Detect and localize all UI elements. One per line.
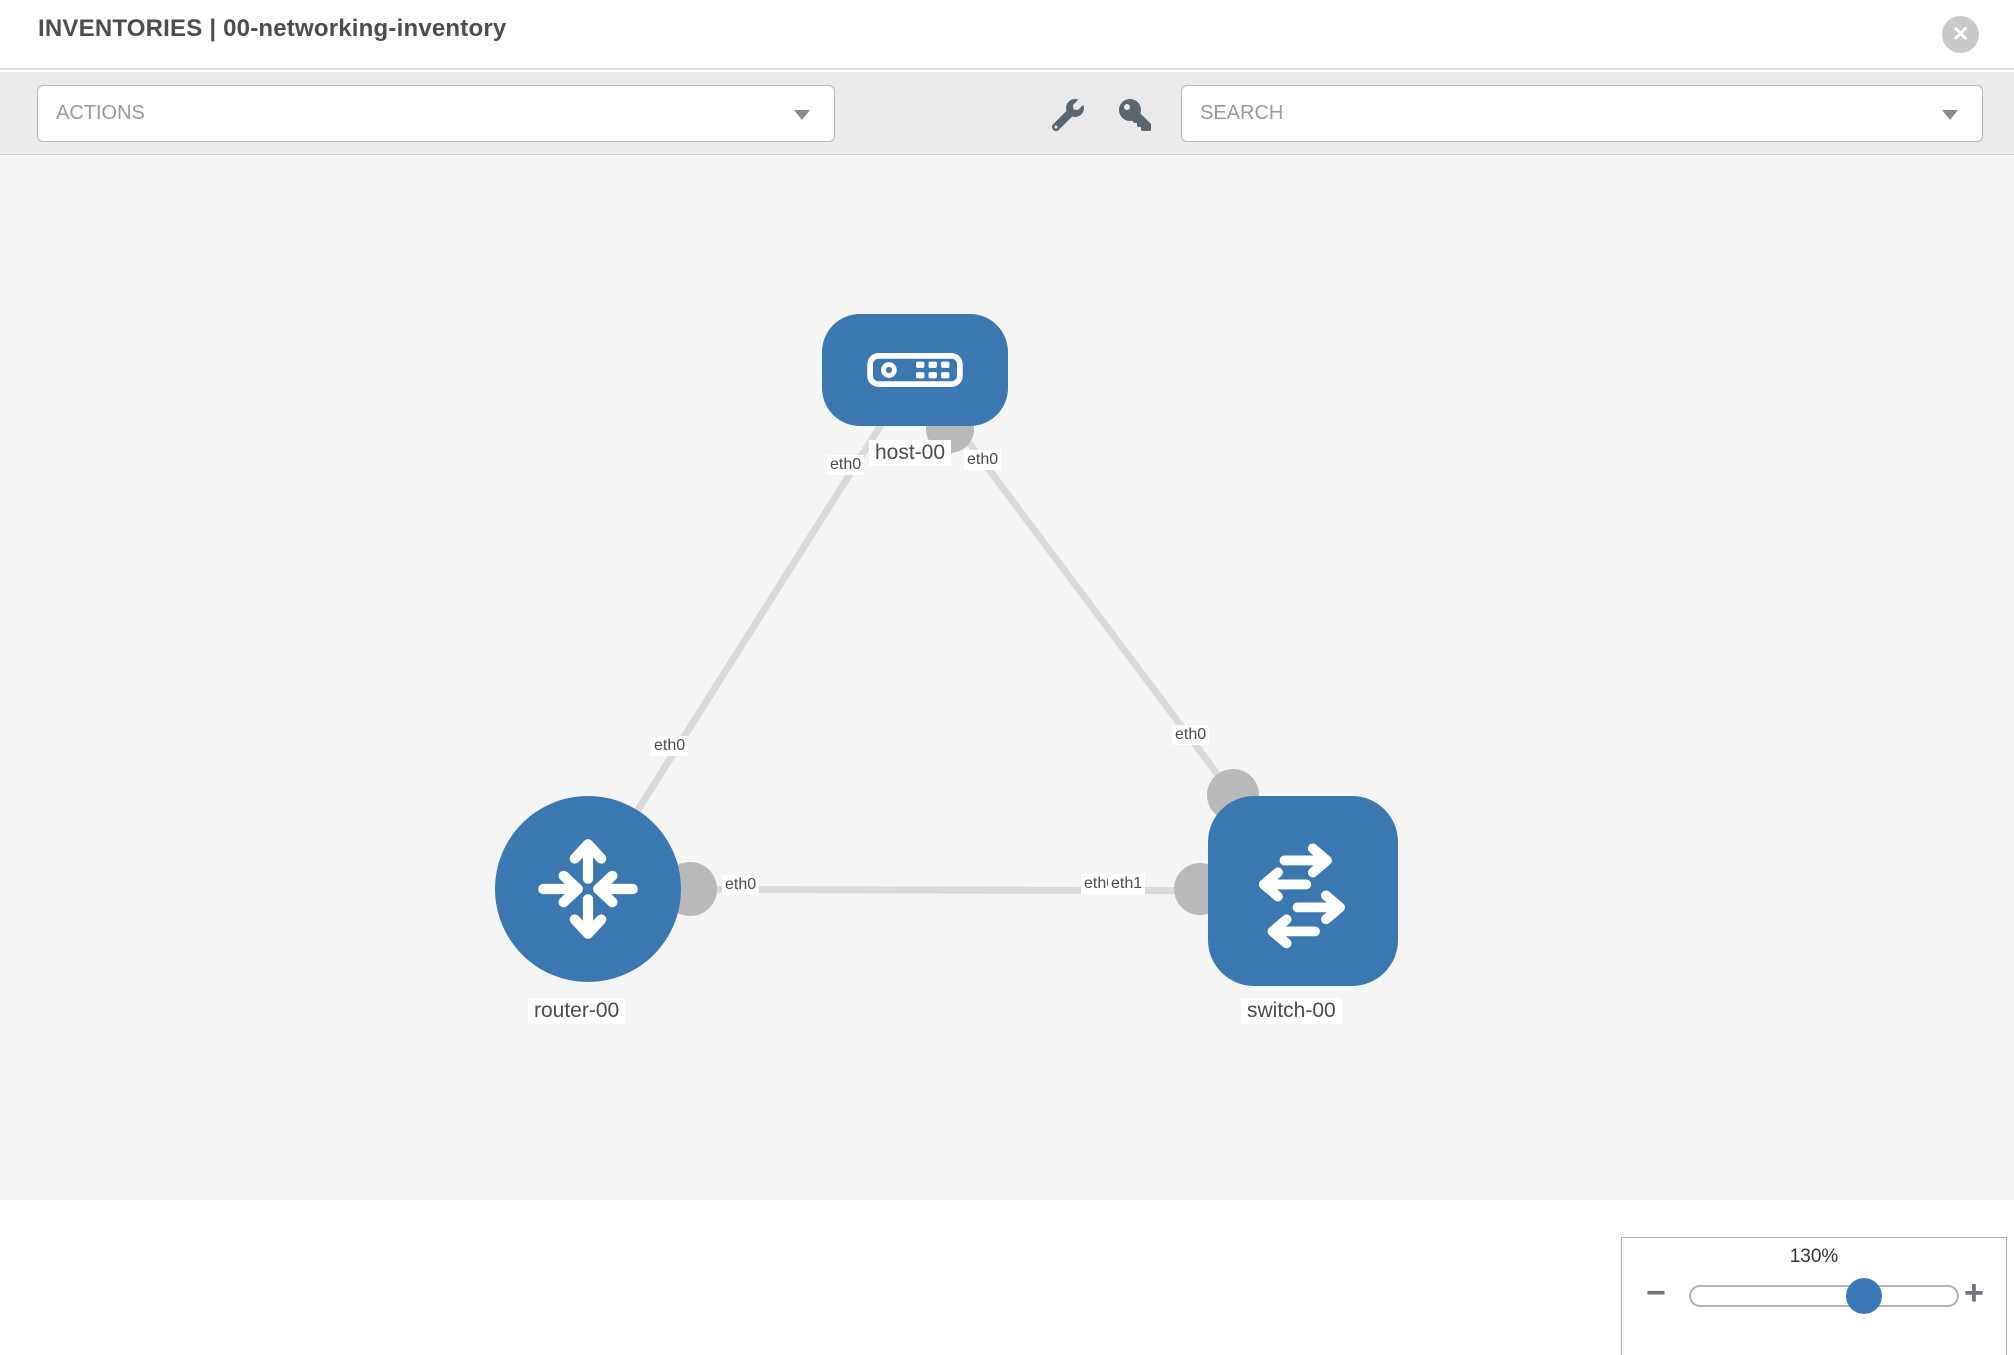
router-icon <box>538 839 638 939</box>
close-button[interactable]: ✕ <box>1942 16 1979 53</box>
iface-label-router-eth0-port: eth0 <box>722 875 760 895</box>
wrench-icon <box>1051 99 1084 132</box>
zoom-level-value: 130% <box>1789 1246 1839 1267</box>
node-host-00[interactable] <box>822 314 1008 426</box>
actions-dropdown-label: ACTIONS <box>56 102 145 124</box>
node-switch-00[interactable] <box>1208 796 1398 986</box>
iface-label-router-eth0-uplink: eth0 <box>651 736 689 756</box>
toolbar: ACTIONS SEARCH <box>0 72 2014 155</box>
chevron-down-icon <box>1942 110 1958 120</box>
zoom-in-button[interactable]: + <box>1964 1274 1984 1312</box>
search-dropdown[interactable]: SEARCH <box>1181 85 1983 142</box>
zoom-slider-track[interactable] <box>1689 1285 1959 1307</box>
node-label-switch-00: switch-00 <box>1241 998 1342 1024</box>
zoom-slider-thumb[interactable] <box>1846 1278 1882 1314</box>
chevron-down-icon <box>794 110 810 120</box>
iface-label-host-eth0-left: eth0 <box>827 455 865 475</box>
search-placeholder: SEARCH <box>1200 102 1284 124</box>
close-icon: ✕ <box>1951 23 1970 46</box>
zoom-widget: 130% − + <box>1621 1237 2007 1355</box>
key-button[interactable] <box>1119 99 1151 131</box>
node-label-router-00: router-00 <box>528 998 626 1024</box>
iface-label-switch-eth0-top: eth0 <box>1172 725 1210 745</box>
actions-dropdown[interactable]: ACTIONS <box>37 85 835 142</box>
topology-links-layer <box>585 368 1304 916</box>
iface-label-switch-eth1: eth1 <box>1108 874 1146 894</box>
iface-label-host-eth0-right: eth0 <box>964 450 1002 470</box>
zoom-out-button[interactable]: − <box>1646 1274 1666 1312</box>
switch-icon <box>1258 843 1345 949</box>
page-header: INVENTORIES | 00-networking-inventory ✕ <box>0 0 2014 70</box>
server-icon <box>867 353 963 387</box>
wrench-button[interactable] <box>1051 99 1084 132</box>
node-label-host-00: host-00 <box>869 440 952 466</box>
key-icon <box>1119 99 1151 131</box>
node-router-00[interactable] <box>495 796 681 982</box>
page-title: INVENTORIES | 00-networking-inventory <box>38 15 507 42</box>
topology-canvas[interactable]: host-00 router-00 switch-00 eth0 eth0 et… <box>0 155 2014 1355</box>
